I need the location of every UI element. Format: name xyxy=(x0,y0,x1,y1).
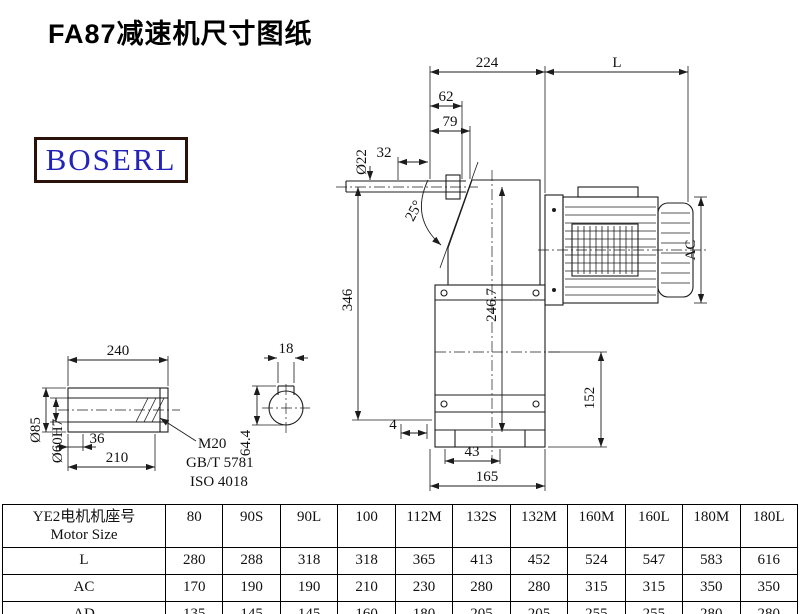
column-header: 160L xyxy=(624,504,684,548)
row-label: L xyxy=(2,547,166,575)
motor-size-header-cn: YE2电机机座号 xyxy=(32,509,136,525)
table-cell: 583 xyxy=(682,547,741,575)
extension-lines xyxy=(42,66,707,491)
column-header: 80 xyxy=(164,504,224,548)
motor xyxy=(544,186,694,306)
boserl-logo: BOSERL xyxy=(34,137,188,183)
table-row-AD: AD 135 145 145 160 180 205 205 255 255 2… xyxy=(2,601,799,614)
column-header: 180M xyxy=(682,504,741,548)
motor-ribs xyxy=(565,206,656,296)
dim-62-label: 62 xyxy=(439,89,454,105)
table-cell: 350 xyxy=(739,574,799,602)
table-cell: 280 xyxy=(164,547,224,575)
table-cell: 350 xyxy=(682,574,741,602)
table-cell: 210 xyxy=(337,574,396,602)
table-cell: 547 xyxy=(624,547,684,575)
dim-152-label: 152 xyxy=(582,387,598,410)
table-cell: 160 xyxy=(337,601,396,614)
table-cell: 315 xyxy=(624,574,684,602)
table-cell: 205 xyxy=(509,601,569,614)
table-cell: 230 xyxy=(394,574,454,602)
table-cell: 170 xyxy=(164,574,224,602)
table-cell: 280 xyxy=(739,601,799,614)
dim-79-label: 79 xyxy=(443,114,458,130)
callout-iso4018-label: ISO 4018 xyxy=(190,474,248,490)
table-cell: 145 xyxy=(222,601,281,614)
fan-cover-slots xyxy=(661,212,690,284)
page-title: FA87减速机尺寸图纸 xyxy=(48,19,313,49)
dim-43-label: 43 xyxy=(465,444,480,460)
motor-size-header: YE2电机机座号 Motor Size xyxy=(2,504,166,548)
dim-diameter-60H7-label: Ø60H7 xyxy=(50,418,66,463)
table-cell: 280 xyxy=(509,574,569,602)
dim-4-label: 4 xyxy=(389,417,397,433)
table-cell: 315 xyxy=(567,574,626,602)
motor-stator-block xyxy=(571,223,639,277)
dimension-labels: 224 L 62 79 32 Ø22 25° 346 246.7 AC 152 … xyxy=(28,55,699,490)
hollow-shaft-section xyxy=(268,385,304,426)
dim-AC-label: AC xyxy=(683,240,699,261)
row-label: AD xyxy=(2,601,166,614)
table-row-L: L 280 288 318 318 365 413 452 524 547 58… xyxy=(2,547,799,575)
column-header: 90S xyxy=(222,504,281,548)
table-cell: 524 xyxy=(567,547,626,575)
motor-size-table: YE2电机机座号 Motor Size 80 90S 90L 100 112M … xyxy=(2,504,799,614)
table-cell: 616 xyxy=(739,547,799,575)
table-cell: 365 xyxy=(394,547,454,575)
dim-224-label: 224 xyxy=(476,55,499,71)
motor-stator-hatch xyxy=(577,226,633,274)
table-cell: 145 xyxy=(279,601,339,614)
table-cell: 318 xyxy=(279,547,339,575)
dim-18-label: 18 xyxy=(279,341,294,357)
table-cell: 280 xyxy=(682,601,741,614)
table-row-AC: AC 170 190 190 210 230 280 280 315 315 3… xyxy=(2,574,799,602)
table-header-row: YE2电机机座号 Motor Size 80 90S 90L 100 112M … xyxy=(2,504,799,548)
column-header: 180L xyxy=(739,504,799,548)
column-header: 132M xyxy=(509,504,569,548)
dim-32-label: 32 xyxy=(377,145,392,161)
dim-165-label: 165 xyxy=(476,469,499,485)
dim-L-label: L xyxy=(612,55,621,71)
dim-346-label: 346 xyxy=(340,288,356,311)
table-cell: 255 xyxy=(624,601,684,614)
table-cell: 255 xyxy=(567,601,626,614)
motor-size-header-en: Motor Size xyxy=(50,527,118,543)
callout-m20-label: M20 xyxy=(198,436,226,452)
dim-210-label: 210 xyxy=(106,450,129,466)
flange-bolt xyxy=(552,288,556,292)
dim-36-label: 36 xyxy=(90,431,106,447)
table-cell: 135 xyxy=(164,601,224,614)
column-header: 112M xyxy=(394,504,454,548)
logo-text: BOSERL xyxy=(45,142,177,177)
table-cell: 452 xyxy=(509,547,569,575)
dim-diameter-85-label: Ø85 xyxy=(28,417,44,443)
column-header: 160M xyxy=(567,504,626,548)
table-cell: 180 xyxy=(394,601,454,614)
table-cell: 190 xyxy=(279,574,339,602)
row-label: AC xyxy=(2,574,166,602)
callout-gb5781-label: GB/T 5781 xyxy=(186,455,254,471)
dim-240-label: 240 xyxy=(107,343,130,359)
column-header: 132S xyxy=(452,504,511,548)
column-header: 90L xyxy=(279,504,339,548)
dim-diameter-22-label: Ø22 xyxy=(354,149,370,175)
table-cell: 280 xyxy=(452,574,511,602)
dimension-lines xyxy=(42,68,705,490)
column-header: 100 xyxy=(337,504,396,548)
table-cell: 413 xyxy=(452,547,511,575)
table-cell: 318 xyxy=(337,547,396,575)
flange-bolt xyxy=(552,208,556,212)
table-cell: 190 xyxy=(222,574,281,602)
gearbox-housing xyxy=(345,174,546,448)
table-cell: 288 xyxy=(222,547,281,575)
dim-angle-25-label: 25° xyxy=(402,198,426,224)
table-cell: 205 xyxy=(452,601,511,614)
dim-64-4-label: 64.4 xyxy=(238,429,254,456)
dim-246-7-label: 246.7 xyxy=(484,288,500,322)
